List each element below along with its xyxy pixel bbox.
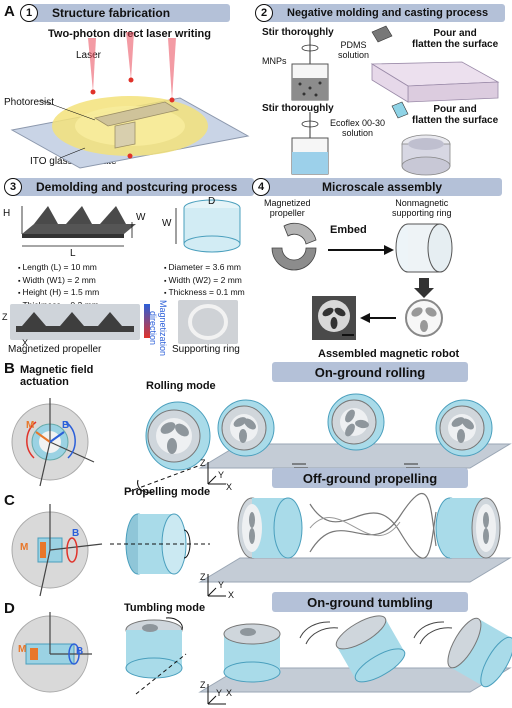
tumbling-robot-3	[447, 617, 512, 688]
pdms-label: PDMS solution	[338, 40, 370, 60]
dim-h1: H	[3, 208, 11, 219]
tumbling-robot-2	[335, 615, 406, 683]
rolling-robot-1	[217, 399, 275, 457]
ring-photo-label: Supporting ring	[172, 344, 240, 355]
dim-w1: W	[136, 212, 146, 223]
propeller-dimension-sketch	[21, 206, 136, 247]
tumbling-axis-x: X	[226, 688, 233, 698]
rolling-robot-2	[327, 393, 385, 451]
photo-axis-x: X	[22, 338, 29, 348]
dim-l: L	[70, 248, 76, 259]
spec-ring-thickness: Thickness = 0.1 mm	[164, 287, 244, 300]
rolling-robot-sketch	[127, 401, 211, 494]
propelling-m-label: M	[20, 542, 29, 553]
spec-diameter: Diameter = 3.6 mm	[164, 262, 245, 275]
stir2-label: Stir thoroughly	[262, 103, 334, 114]
tumbling-b-label: B	[76, 646, 84, 657]
step1-number: 1	[20, 4, 38, 22]
propelling-b-label: B	[72, 528, 80, 539]
molding-illustration	[291, 25, 500, 176]
rolling-axis-y: Y	[218, 470, 225, 480]
step4-number: 4	[252, 178, 270, 196]
propelling-axis-z: Z	[200, 572, 206, 582]
photo-axis-z: Z	[2, 312, 8, 322]
propelling-robot-1	[237, 497, 303, 559]
ring-specs: Diameter = 3.6 mm Width (W2) = 2 mm Thic…	[154, 262, 245, 300]
step2-title-bar: 2 Negative molding and casting process	[255, 4, 505, 22]
tumbling-axis-z: Z	[200, 680, 206, 690]
tumbling-m-label: M	[18, 644, 27, 655]
rolling-bar: On-ground rolling	[272, 362, 468, 382]
propelling-axis-y: Y	[218, 580, 225, 590]
laser-writing-illustration	[10, 32, 250, 169]
propelling-robot-sketch	[110, 513, 210, 575]
step4-propeller-label: Magnetized propeller	[264, 198, 311, 218]
pour2-label: Pour and flatten the surface	[412, 104, 499, 126]
propelling-mode-label: Propelling mode	[124, 486, 211, 498]
ring-photo	[178, 300, 238, 344]
spec-width: Width (W1) = 2 mm	[18, 275, 99, 288]
step1-title-bar: 1 Structure fabrication	[20, 4, 230, 22]
propelling-bar: Off-ground propelling	[272, 468, 468, 488]
spec-length: Length (L) = 10 mm	[18, 262, 99, 275]
step4-ring-label: Nonmagnetic supporting ring	[392, 198, 452, 218]
propelling-axis-x: X	[228, 590, 235, 600]
rolling-field-diagram	[11, 398, 95, 487]
spec-height: Height (H) = 1.5 mm	[18, 287, 99, 300]
propeller-photo	[10, 304, 140, 340]
step4-title-bar: 4 Microscale assembly	[252, 178, 502, 196]
propeller-photo-label: Magnetized propeller	[8, 344, 102, 355]
laser-label: Laser	[76, 50, 102, 61]
rolling-axis-x: X	[226, 482, 233, 492]
actuation-label: Magnetic field actuation	[20, 364, 94, 388]
tumbling-axis-y: Y	[216, 688, 223, 698]
tumbling-scene	[198, 615, 512, 705]
propelling-robot-2	[435, 497, 501, 559]
magnetization-arrow	[144, 304, 150, 338]
dim-w2: W	[162, 218, 172, 229]
step3-title-bar: 3 Demolding and postcuring process	[4, 178, 254, 196]
assembled-robot-label: Assembled magnetic robot	[318, 348, 460, 360]
rolling-ground-scene	[198, 393, 512, 485]
step1-title: Structure fabrication	[52, 6, 171, 20]
rolling-mode-label: Rolling mode	[146, 380, 216, 392]
tumbling-bar: On-ground tumbling	[272, 592, 468, 612]
step3-title: Demolding and postcuring process	[36, 180, 238, 194]
tumbling-robot-1	[223, 623, 281, 683]
propelling-field-diagram	[11, 504, 103, 597]
panel-letter-c: C	[4, 492, 15, 509]
panel-letter-b: B	[4, 360, 15, 377]
assembly-illustration	[271, 222, 453, 340]
step2-title: Negative molding and casting process	[287, 7, 489, 19]
step4-title: Microscale assembly	[322, 180, 443, 194]
tumbling-mode-label: Tumbling mode	[124, 602, 206, 614]
rolling-axis-z: Z	[200, 458, 206, 468]
tumbling-robot-sketch	[125, 617, 187, 695]
embed-label: Embed	[330, 224, 367, 236]
panel-letter-a: A	[4, 3, 15, 20]
rolling-robot-3	[435, 399, 493, 457]
magnetization-label: Magnetization direction	[148, 300, 168, 357]
step2-number: 2	[255, 4, 273, 22]
mnps-label: MNPs	[262, 56, 287, 66]
ecoflex-label: Ecoflex 00-30 solution	[330, 118, 386, 138]
pour1-label: Pour and flatten the surface	[412, 28, 499, 50]
panel-letter-d: D	[4, 600, 15, 617]
stir1-label: Stir thoroughly	[262, 27, 334, 38]
step3-number: 3	[4, 178, 22, 196]
rolling-b-label: B	[62, 420, 70, 431]
photoresist-label: Photoresist	[4, 97, 55, 108]
tumbling-field-diagram	[11, 612, 92, 693]
ring-dimension-sketch	[175, 199, 241, 253]
propelling-scene	[198, 492, 512, 597]
spec-ring-width: Width (W2) = 2 mm	[164, 275, 245, 288]
dim-d: D	[208, 196, 216, 207]
rolling-m-label: M	[26, 420, 35, 431]
